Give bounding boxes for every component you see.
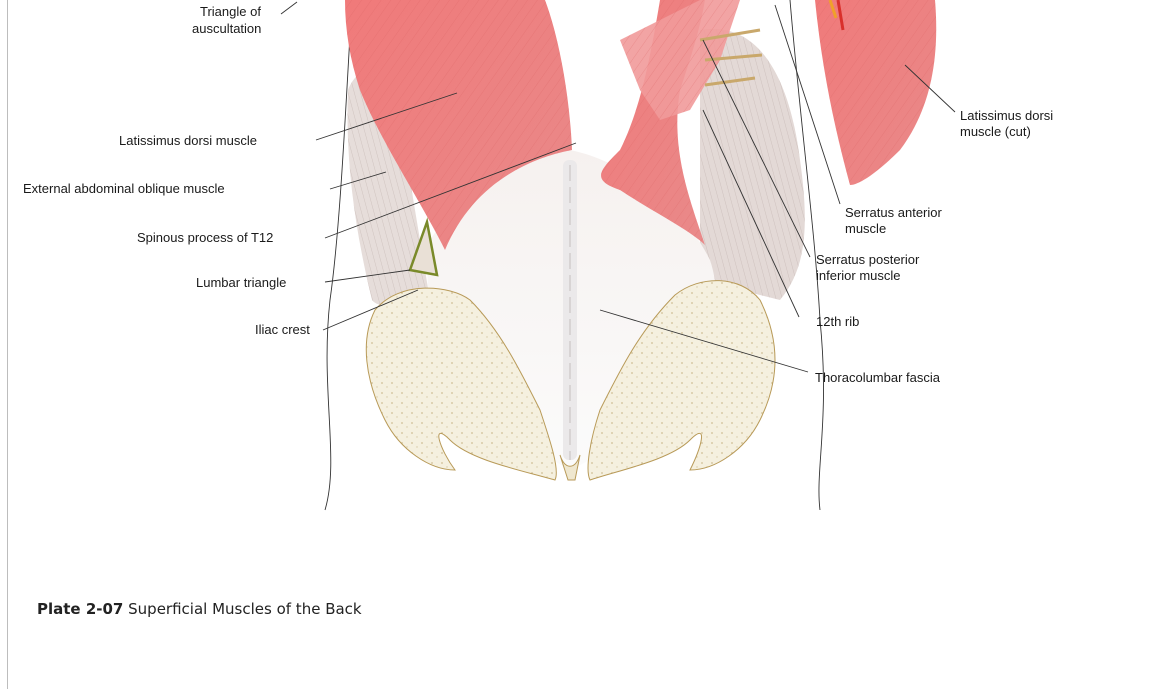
- label-lumbar-triangle: Lumbar triangle: [196, 275, 286, 290]
- anatomy-illustration: Triangle of auscultation Latissimus dors…: [0, 0, 1173, 540]
- label-triangle-auscultation-2: auscultation: [192, 21, 261, 36]
- label-serratus-anterior-1: Serratus anterior: [845, 205, 942, 220]
- plate-number: Plate 2-07: [37, 600, 123, 618]
- label-external-oblique: External abdominal oblique muscle: [23, 181, 225, 196]
- label-serratus-posterior-1: Serratus posterior: [816, 252, 920, 267]
- body-outline: [325, 0, 352, 510]
- label-iliac-crest: Iliac crest: [255, 322, 310, 337]
- figure-caption: Plate 2-07 Superficial Muscles of the Ba…: [37, 600, 362, 618]
- label-thoracolumbar-fascia: Thoracolumbar fascia: [815, 370, 941, 385]
- vertebral-column: [563, 160, 577, 460]
- label-12th-rib: 12th rib: [816, 314, 859, 329]
- label-serratus-anterior-2: muscle: [845, 221, 886, 236]
- label-latissimus-cut-2: muscle (cut): [960, 124, 1031, 139]
- label-triangle-auscultation-1: Triangle of: [200, 4, 261, 19]
- label-serratus-posterior-2: inferior muscle: [816, 268, 901, 283]
- plate-title: Superficial Muscles of the Back: [128, 600, 361, 618]
- label-latissimus-cut-1: Latissimus dorsi: [960, 108, 1053, 123]
- label-latissimus-dorsi: Latissimus dorsi muscle: [119, 133, 257, 148]
- label-spinous-process: Spinous process of T12: [137, 230, 273, 245]
- external-oblique-right-texture: [700, 29, 805, 300]
